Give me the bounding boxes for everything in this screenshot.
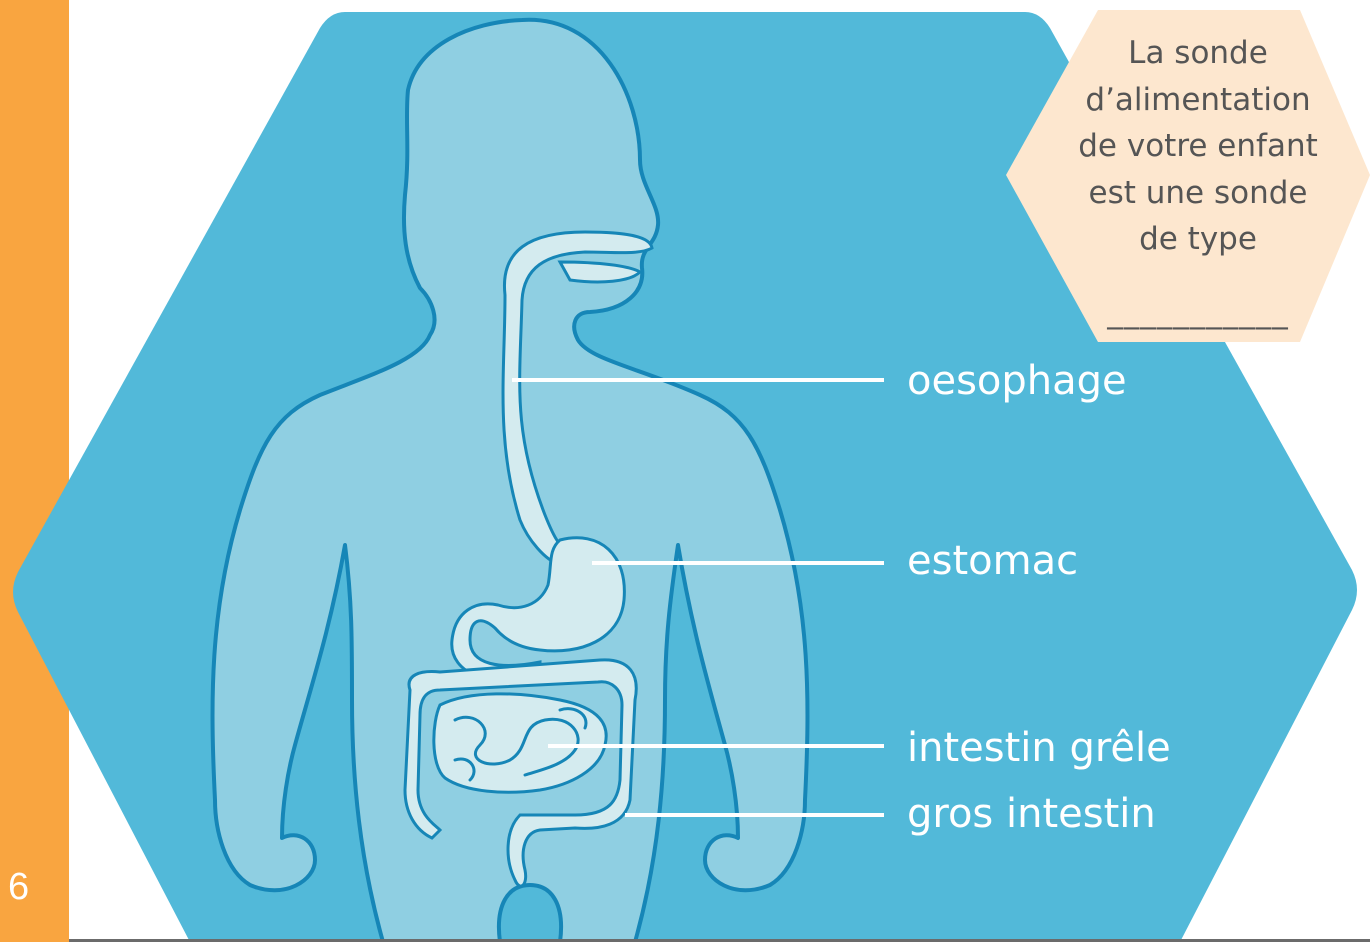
note-line-4: est une sonde — [1089, 175, 1308, 211]
note-line-3: de votre enfant — [1078, 128, 1318, 164]
large-intestine-label: gros intestin — [907, 791, 1156, 837]
oesophagus-label: oesophage — [907, 358, 1127, 404]
small-intestine-label: intestin grêle — [907, 725, 1171, 771]
fill-in-blank[interactable]: ___________ — [1050, 289, 1346, 336]
note-line-1: La sonde — [1128, 35, 1268, 71]
note-line-2: d’alimentation — [1085, 82, 1310, 118]
note-line-5: de type — [1139, 221, 1257, 257]
small-intestine-shape — [434, 694, 606, 792]
stomach-label: estomac — [907, 538, 1078, 584]
feeding-tube-note: La sonde d’alimentation de votre enfant … — [1050, 30, 1346, 335]
